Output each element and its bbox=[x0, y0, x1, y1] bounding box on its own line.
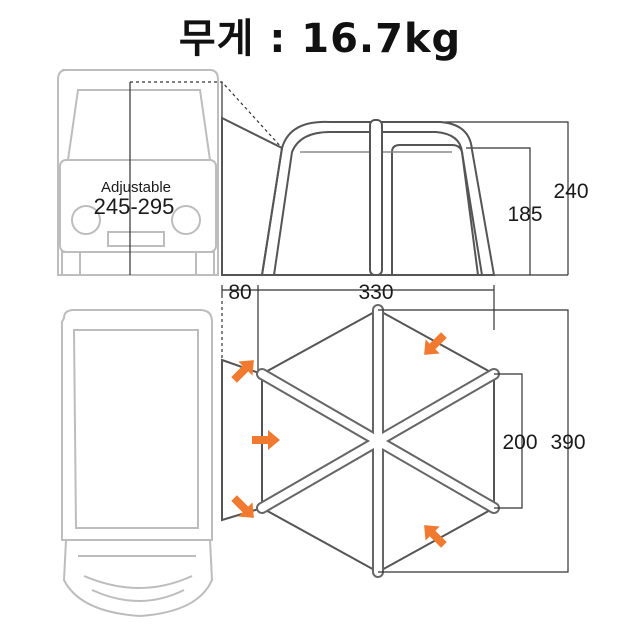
arrow-icon bbox=[252, 430, 280, 450]
outer-height-label: 240 bbox=[553, 180, 588, 203]
arrow-icon bbox=[227, 353, 261, 387]
tunnel-depth-label: 80 bbox=[228, 281, 251, 304]
arrow-icon bbox=[227, 491, 261, 525]
tent-side-view bbox=[221, 116, 496, 276]
vehicle-top-view bbox=[61, 309, 214, 618]
side-dimension-lines bbox=[129, 81, 569, 276]
outer-depth-label: 390 bbox=[550, 431, 585, 454]
tent-width-label: 330 bbox=[358, 281, 393, 304]
tent-air-beams bbox=[256, 304, 500, 578]
inner-height-label: 185 bbox=[507, 203, 542, 226]
arrow-icon bbox=[417, 328, 451, 362]
adjustable-label: Adjustable bbox=[101, 179, 171, 196]
vehicle-side-view bbox=[57, 69, 219, 276]
inner-depth-label: 200 bbox=[502, 431, 537, 454]
plan-depth-dimensions bbox=[378, 309, 569, 573]
adjustable-range: 245-295 bbox=[94, 194, 175, 219]
page-title: 무게 : 16.7kg bbox=[178, 16, 462, 62]
